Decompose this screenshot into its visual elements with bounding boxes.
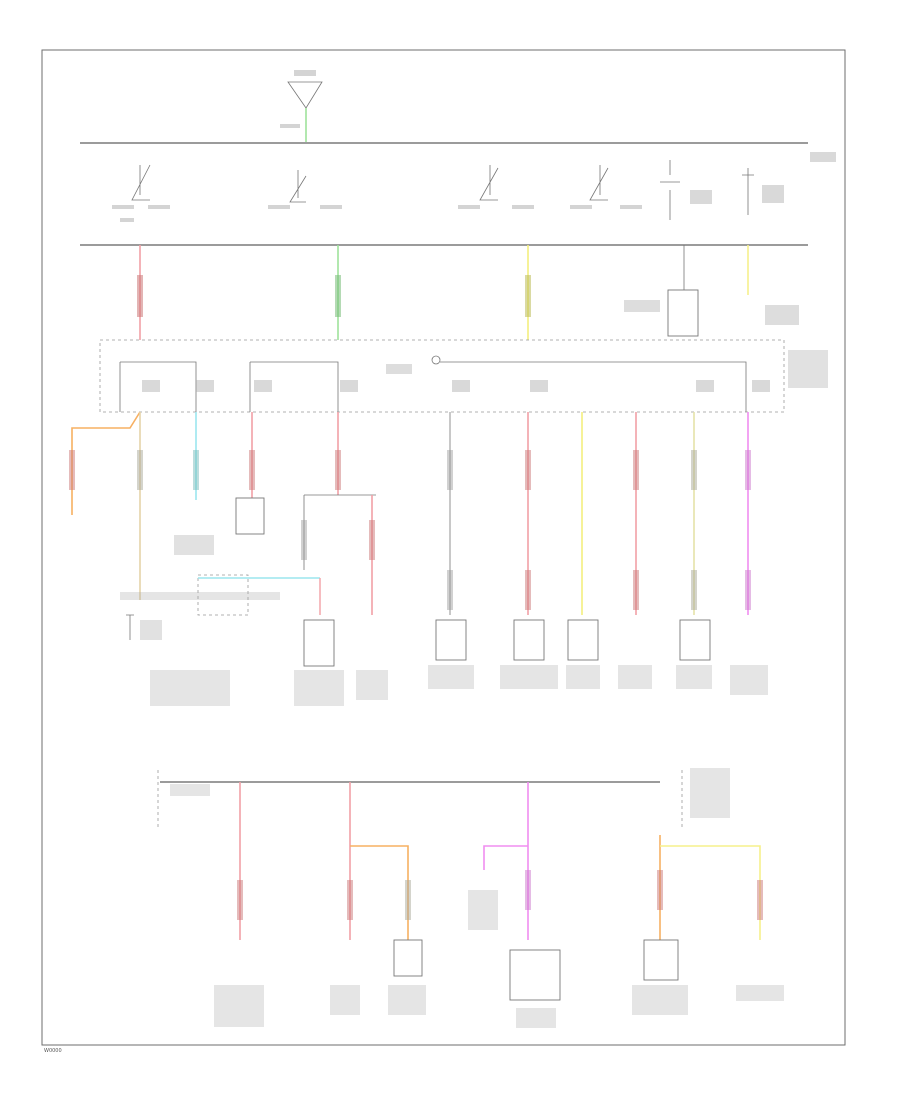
fuse-box <box>99 339 828 413</box>
lower-section <box>157 768 784 1028</box>
diagram-code: W0000 <box>44 1048 62 1054</box>
diagram-frame <box>41 49 846 1046</box>
feed-wires <box>137 245 799 340</box>
output-wires <box>69 411 751 615</box>
ignition-switch <box>112 160 784 222</box>
middle-components <box>120 535 768 706</box>
top-power-source <box>280 70 323 142</box>
